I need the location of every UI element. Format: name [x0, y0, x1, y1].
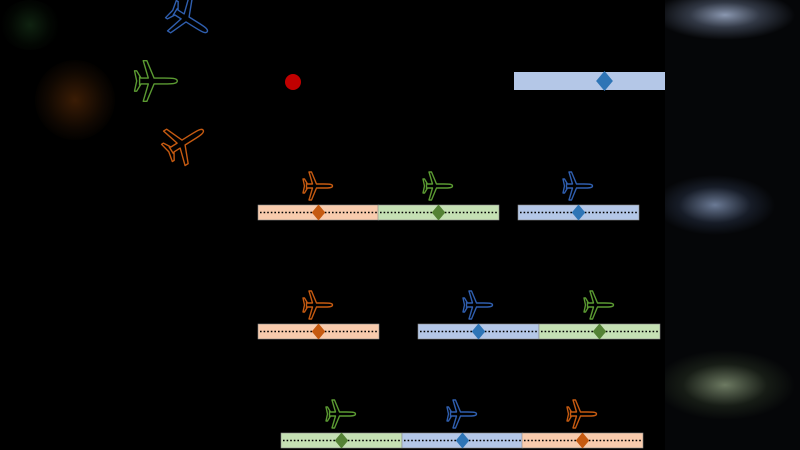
- airplane-icon: [422, 171, 454, 201]
- airplane-icon: [302, 290, 334, 320]
- segment-bar: [514, 72, 665, 90]
- airplane-icon: [164, 0, 209, 34]
- airplane-icon: [583, 290, 615, 320]
- airplane-icon: [302, 171, 334, 201]
- timeline-row-1: [514, 72, 665, 90]
- diamond-marker: [311, 323, 326, 340]
- timeline-segment-blue: [514, 72, 665, 90]
- red-position-marker: [285, 74, 301, 90]
- diamond-marker: [592, 323, 607, 340]
- airplane-icon: [446, 399, 478, 429]
- airplane-icon: [462, 290, 494, 320]
- diamond-marker: [431, 204, 446, 221]
- diamond-marker: [596, 71, 613, 91]
- blurred-side-panel: [665, 0, 800, 450]
- background-glow: [35, 60, 115, 140]
- diamond-marker: [334, 432, 349, 449]
- airplane-icon: [325, 399, 357, 429]
- diamond-marker: [471, 323, 486, 340]
- airplane-icon: [566, 399, 598, 429]
- diamond-marker: [311, 204, 326, 221]
- diamond-marker: [571, 204, 586, 221]
- background-glow: [0, 0, 60, 50]
- airplane-icon: [160, 128, 205, 167]
- airplane-icon: [133, 59, 179, 103]
- diamond-marker: [455, 432, 470, 449]
- diamond-marker: [575, 432, 590, 449]
- airplane-icon: [562, 171, 594, 201]
